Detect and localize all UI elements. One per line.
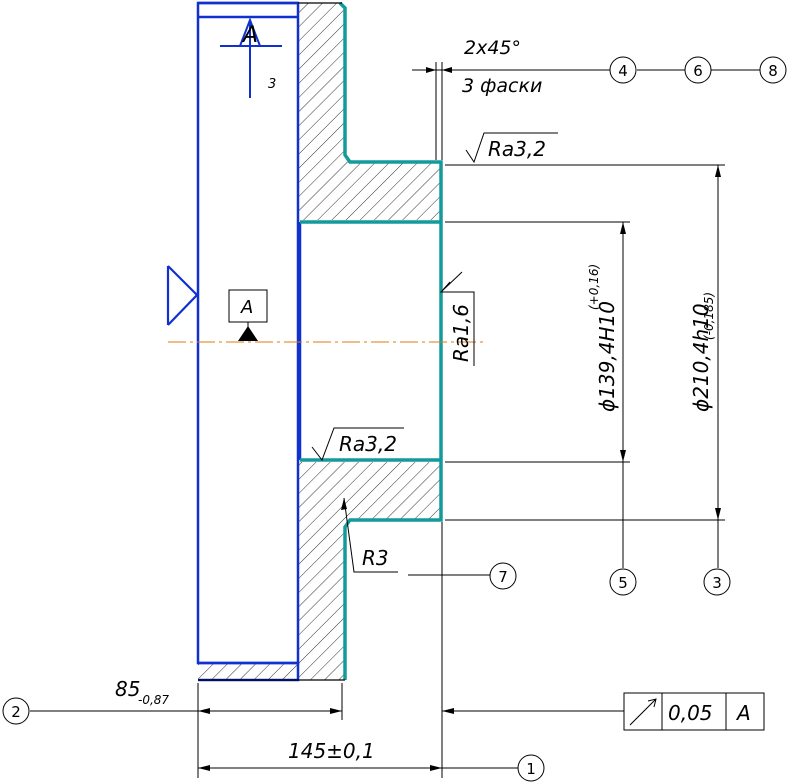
outer-dimension-line — [715, 165, 721, 568]
workpiece-outline — [196, 1, 302, 682]
runout-value: 0,05 — [668, 701, 713, 725]
datum-symbol — [228, 289, 268, 341]
runout-frame — [442, 692, 765, 731]
machined-outline — [198, 1, 443, 681]
chamfer-note: 2x45° — [464, 37, 521, 59]
roughness-bore-label: Ra1,6 — [449, 304, 473, 362]
callout-5: 5 — [618, 574, 628, 592]
locating-symbol — [166, 265, 199, 326]
dim-85-tol: -0,87 — [138, 693, 169, 707]
radius-label: R3 — [362, 546, 389, 570]
radius-leader — [341, 497, 490, 576]
callout-1: 1 — [526, 760, 536, 778]
section-arrow — [220, 17, 282, 98]
runout-arrow-icon — [629, 698, 657, 726]
callouts: 1 2 3 4 5 6 7 8 — [2, 56, 787, 782]
datum-label: A — [240, 297, 253, 318]
roughness-top-symbol — [465, 132, 558, 164]
extension-lines — [197, 164, 725, 778]
section-number: 3 — [268, 77, 276, 92]
dim-145-line — [198, 765, 518, 771]
roughness-mid-symbol — [311, 427, 404, 462]
dim-bore-tol: (+0,16) — [587, 264, 601, 310]
dim-85: 85 — [115, 677, 140, 701]
roughness-mid-label: Ra3,2 — [339, 432, 397, 456]
chamfer-leader — [412, 62, 760, 160]
dim-outer-tol: (-0,185) — [702, 292, 716, 340]
runout-datum: A — [735, 701, 751, 725]
bore-dimension-line — [620, 222, 626, 568]
section-label: A — [241, 23, 258, 48]
roughness-top-label: Ra3,2 — [488, 137, 546, 161]
roughness-bore-symbol — [439, 271, 475, 366]
callout-3: 3 — [712, 574, 722, 592]
dim-85-line — [30, 708, 342, 714]
dim-bore: ϕ139,4H10 — [595, 301, 619, 412]
callout-4: 4 — [618, 62, 628, 80]
chamfer-count: 3 фаски — [462, 75, 542, 97]
callout-8: 8 — [768, 62, 778, 80]
dim-outer: ϕ210,4h10 — [689, 303, 713, 412]
dim-145: 145±0,1 — [288, 739, 375, 763]
hatched-section — [198, 3, 441, 680]
callout-2: 2 — [11, 703, 21, 721]
callout-7: 7 — [498, 568, 508, 586]
callout-6: 6 — [693, 62, 703, 80]
